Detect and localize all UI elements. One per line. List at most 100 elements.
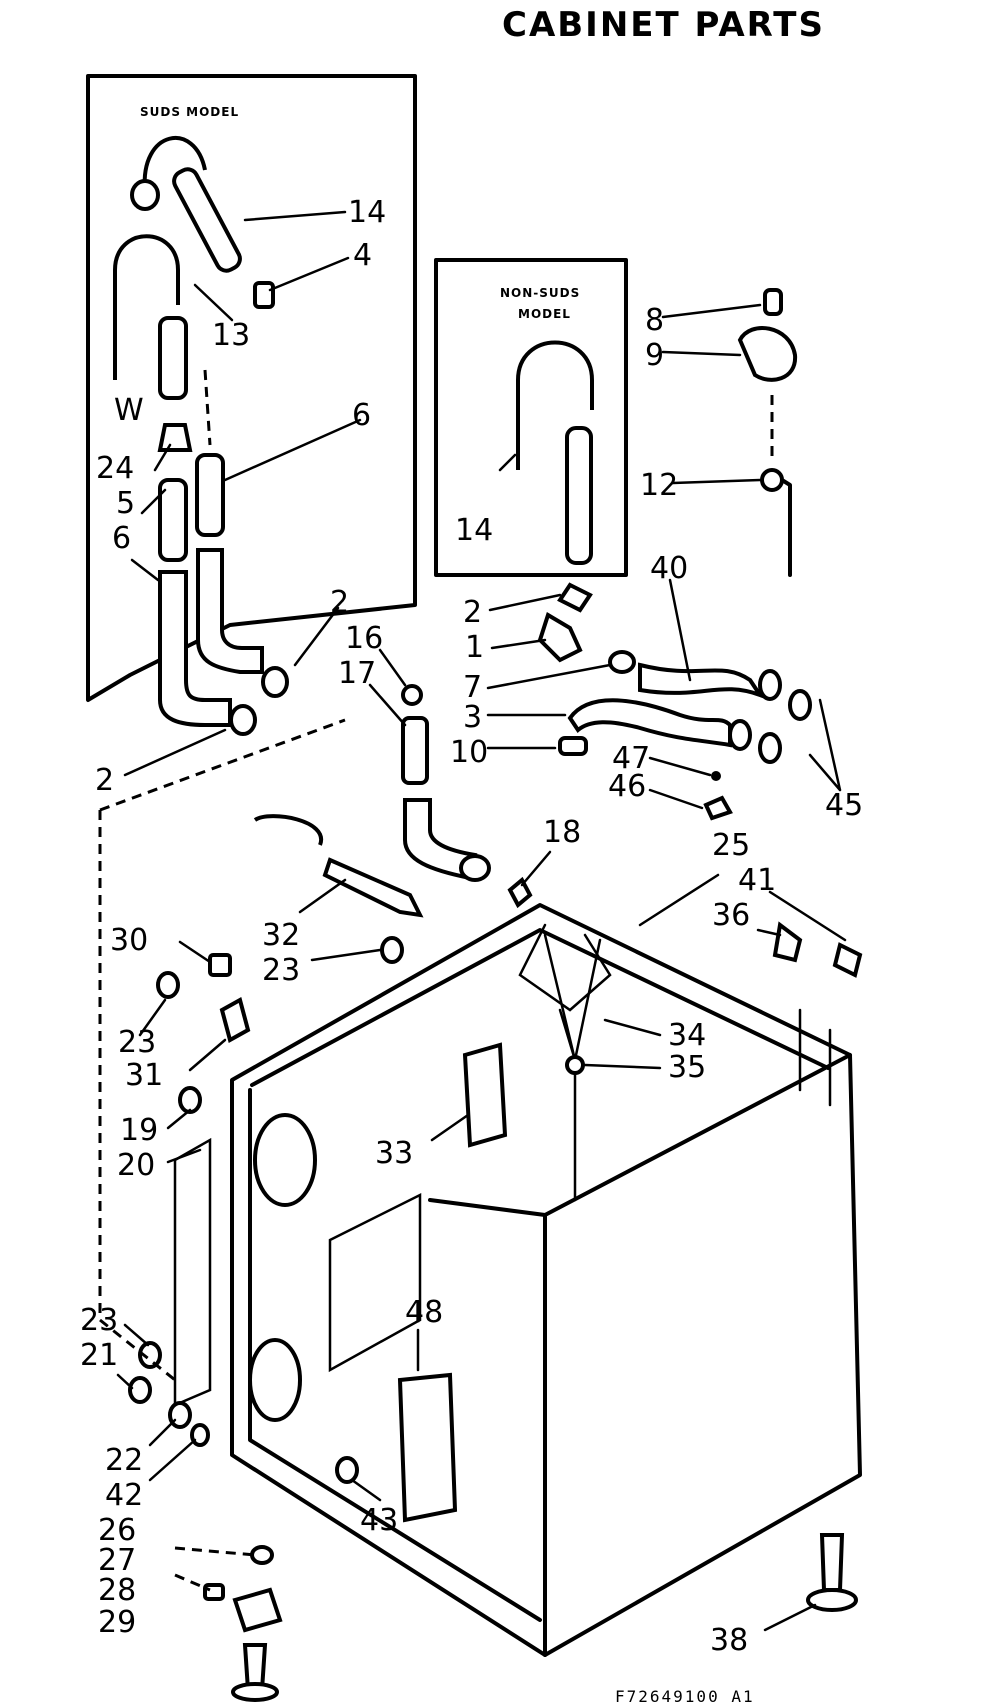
part-12-line (780, 478, 792, 577)
leader-33 (430, 1113, 470, 1142)
leader-17 (368, 683, 407, 727)
part-45-clamp-d (758, 732, 782, 764)
callout-2a: 2 (95, 763, 114, 798)
callout-36: 36 (712, 898, 750, 933)
leader-25 (638, 873, 720, 927)
cabinet-hole-lower (248, 1338, 302, 1422)
non-suds-model-box: NON-SUDS MODEL (434, 258, 628, 577)
part-34-tripod (518, 923, 612, 1012)
callout-34: 34 (668, 1018, 706, 1053)
callout-40: 40 (650, 551, 688, 586)
part-40-hose (638, 662, 766, 700)
cabinet-components (128, 814, 863, 1523)
part-32-rod (322, 857, 424, 918)
callout-35: 35 (668, 1050, 706, 1085)
callout-38: 38 (710, 1623, 748, 1658)
callout-46: 46 (608, 769, 646, 804)
leader-23c (123, 1323, 150, 1347)
part-9-clip (737, 326, 798, 382)
leader-14a (243, 210, 347, 222)
leader-18 (520, 850, 552, 887)
callout-w: W (114, 393, 144, 428)
callout-18: 18 (543, 815, 581, 850)
leader-13 (193, 283, 234, 322)
callout-29: 29 (98, 1605, 136, 1640)
leader-24 (153, 443, 172, 472)
leader-1 (490, 638, 547, 650)
part-41-nut (832, 942, 863, 978)
part-27-leg-bracket (232, 1587, 283, 1633)
callout-47: 47 (612, 741, 650, 776)
non-suds-box-outline (434, 258, 628, 577)
callout-48: 48 (405, 1295, 443, 1330)
cabinet-left-inner (248, 1088, 542, 1622)
dashed-guide-top (99, 718, 346, 812)
suds-clamp-2b (261, 666, 289, 698)
part-29-foot (231, 1682, 279, 1702)
leader-5 (140, 488, 167, 515)
suds-hose-6a (158, 478, 188, 562)
part-34-legs (543, 933, 602, 1062)
part-26-washer (250, 1545, 274, 1565)
callout-27: 27 (98, 1543, 136, 1578)
cabinet-hole-upper (253, 1113, 317, 1207)
leader-23b (138, 998, 167, 1037)
suds-clamp-2a (229, 704, 257, 736)
right-upper-parts (737, 288, 798, 577)
leader-2b (488, 593, 562, 612)
part-38-foot (806, 1588, 858, 1612)
callout-6b: 6 (352, 398, 371, 433)
suds-lower-u-hose (113, 234, 180, 380)
suds-hose-6b (195, 453, 225, 537)
part-31-bracket (219, 997, 251, 1043)
non-suds-u-hose (516, 340, 594, 470)
callout-22: 22 (105, 1443, 143, 1478)
callout-16: 16 (345, 621, 383, 656)
callout-9: 9 (645, 338, 664, 373)
center-drain-parts (401, 684, 533, 909)
part-47-screw (711, 771, 721, 781)
callout-33: 33 (375, 1136, 413, 1171)
leader-14b (498, 453, 517, 472)
suds-model-label: SUDS MODEL (140, 105, 239, 119)
callout-8: 8 (645, 303, 664, 338)
callout-43: 43 (360, 1503, 398, 1538)
cabinet-outline (230, 903, 862, 1657)
callout-31: 31 (125, 1058, 163, 1093)
leader-38 (763, 1603, 817, 1632)
diagram-title: CABINET PARTS (502, 5, 825, 45)
callout-10: 10 (450, 735, 488, 770)
part-23-screw-a (380, 936, 404, 964)
non-suds-hose-14 (565, 426, 593, 565)
part-33-switch (462, 1042, 508, 1148)
side-bracket (173, 1137, 212, 1407)
callout-14b: 14 (455, 513, 493, 548)
suds-upper-u-hose (142, 136, 207, 191)
part-43-fastener (335, 1456, 359, 1484)
leader-47 (648, 756, 712, 777)
callout-17: 17 (338, 656, 376, 691)
part-46-clip (703, 795, 733, 821)
callout-25: 25 (712, 828, 750, 863)
callout-7: 7 (463, 670, 482, 705)
callout-1: 1 (465, 630, 484, 665)
leader-30 (178, 940, 212, 964)
part-28-nut (203, 1583, 225, 1601)
part-2-clamp (557, 582, 593, 613)
callout-23a: 23 (262, 953, 300, 988)
leader-12 (671, 478, 762, 485)
part-12-ring (760, 468, 784, 492)
callout-3: 3 (463, 700, 482, 735)
leader-22 (148, 1418, 177, 1447)
cabinet-top-inner-rim (250, 928, 830, 1087)
leader-40 (668, 578, 692, 682)
dashed-guide-left (98, 810, 176, 1382)
callout-30: 30 (110, 923, 148, 958)
part-18-clip (507, 876, 533, 909)
drain-hose-clamp (459, 854, 491, 882)
part-36-nut (772, 921, 803, 963)
suds-hose-segment-14 (172, 167, 242, 273)
leader-7 (486, 663, 612, 690)
leader-34 (603, 1018, 662, 1037)
